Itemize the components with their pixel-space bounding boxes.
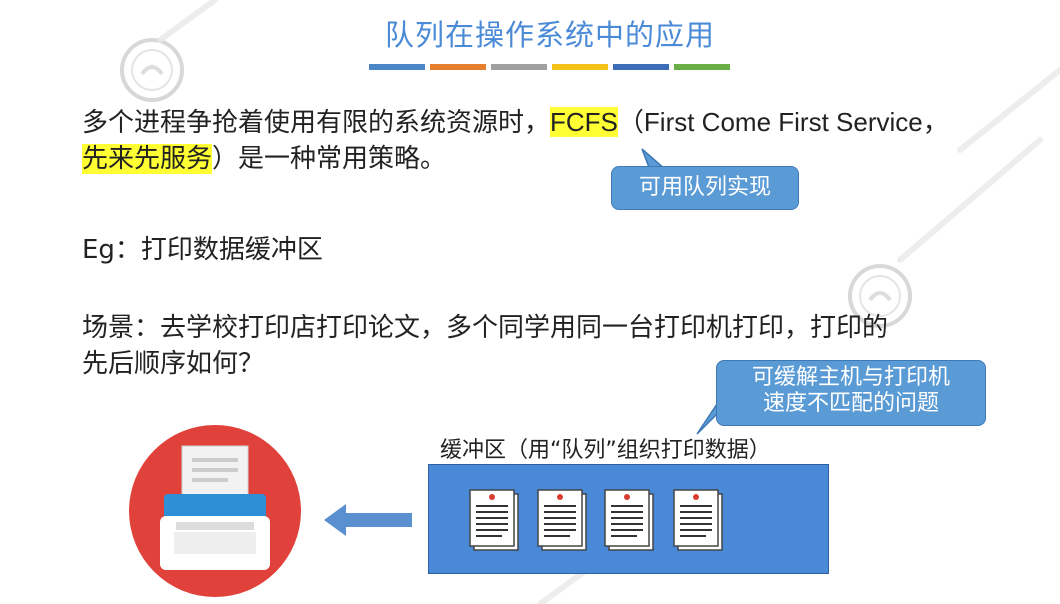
document-icon: [537, 489, 587, 551]
intro-paragraph: 多个进程争抢着使用有限的系统资源时，FCFS（First Come First …: [82, 104, 949, 177]
arrow-left-icon: [324, 504, 412, 536]
intro-text: 多个进程争抢着使用有限的系统资源时，: [82, 108, 551, 138]
printer-icon: [129, 425, 301, 597]
scene-paragraph: 场景：去学校打印店打印论文，多个同学用同一台打印机打印，打印的 先后顺序如何？: [82, 310, 888, 382]
color-bar-segment: [369, 64, 425, 70]
scene-line: 场景：去学校打印店打印论文，多个同学用同一台打印机打印，打印的: [82, 313, 889, 343]
intro-text: （First Come First Service，: [617, 107, 949, 137]
document-icon: [604, 489, 654, 551]
callout-queue: 可用队列实现: [611, 166, 799, 210]
callout-speed: 可缓解主机与打印机 速度不匹配的问题: [716, 360, 986, 426]
intro-text: ）是一种常用策略。: [212, 144, 447, 174]
callout-speed-line: 可缓解主机与打印机: [751, 365, 950, 390]
color-bar-segment: [552, 64, 608, 70]
fcfs-highlight: FCFS: [550, 107, 618, 137]
document-icon: [469, 489, 519, 551]
scene-line: 先后顺序如何？: [82, 349, 265, 379]
color-bar-segment: [613, 64, 669, 70]
fcfs-chinese-highlight: 先来先服务: [82, 144, 213, 174]
document-icon: [673, 489, 723, 551]
callout-speed-line: 速度不匹配的问题: [762, 391, 939, 416]
color-bar-segment: [674, 64, 730, 70]
buffer-label: 缓冲区（用“队列”组织打印数据）: [440, 438, 771, 463]
color-bar-segment: [491, 64, 547, 70]
color-bar-segment: [430, 64, 486, 70]
slide-title: 队列在操作系统中的应用: [384, 18, 715, 52]
example-line: Eg：打印数据缓冲区: [82, 235, 323, 265]
